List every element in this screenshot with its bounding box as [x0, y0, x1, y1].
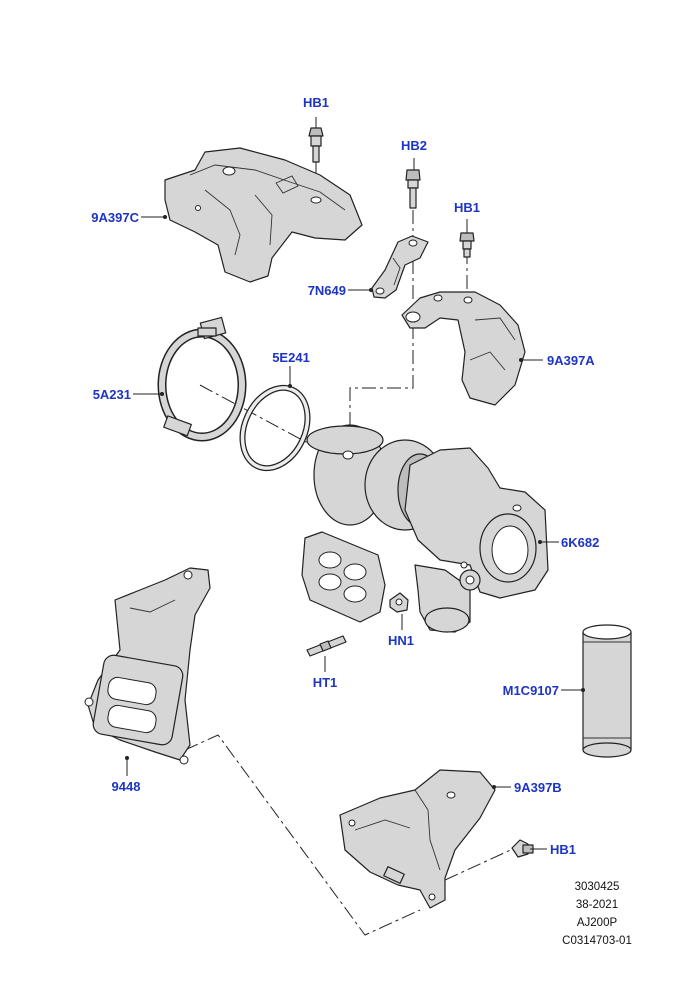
leader-dots [125, 215, 585, 789]
reference-line-3: AJ200P [577, 917, 618, 929]
nut-hn1 [389, 592, 409, 613]
bolt-hb1-bottom [511, 839, 534, 858]
label-7n649[interactable]: 7N649 [308, 283, 346, 298]
label-hb1-middle[interactable]: HB1 [454, 200, 480, 215]
label-hb1-top[interactable]: HB1 [303, 95, 329, 110]
stud-ht1 [306, 635, 347, 657]
heat-shield-9a397b [339, 769, 496, 909]
reference-block: 3030425 38-2021 AJ200P C0314703-01 [562, 881, 632, 947]
label-5e241[interactable]: 5E241 [272, 350, 310, 365]
label-ht1[interactable]: HT1 [313, 675, 338, 690]
gasket-9448 [84, 567, 211, 765]
heat-shield-9a397a [401, 291, 526, 406]
bolt-hb1-top [308, 127, 324, 163]
label-m1c9107[interactable]: M1C9107 [503, 683, 559, 698]
label-5a231[interactable]: 5A231 [93, 387, 131, 402]
leader-lines [126, 117, 583, 850]
bolt-hb1-middle [459, 232, 475, 258]
label-9a397c[interactable]: 9A397C [91, 210, 139, 225]
reference-line-1: 3030425 [575, 881, 620, 893]
heat-shield-9a397c [164, 147, 363, 283]
label-9a397b[interactable]: 9A397B [514, 780, 562, 795]
callout-labels: HB1 HB2 HB1 9A397C 7N649 5E241 5A231 9A3… [91, 95, 599, 857]
reference-line-4: C0314703-01 [562, 935, 632, 947]
label-9a397a[interactable]: 9A397A [547, 353, 595, 368]
clamp-5a231 [157, 316, 247, 442]
gasket-5e241 [239, 384, 311, 472]
label-hb1-bottom[interactable]: HB1 [550, 842, 576, 857]
label-6k682[interactable]: 6K682 [561, 535, 599, 550]
turbocharger-6k682 [301, 424, 549, 633]
label-9448[interactable]: 9448 [112, 779, 141, 794]
bracket-7n649 [371, 235, 429, 299]
reference-line-2: 38-2021 [576, 899, 618, 911]
bolt-hb2 [405, 169, 421, 209]
label-hb2[interactable]: HB2 [401, 138, 427, 153]
label-hn1[interactable]: HN1 [388, 633, 414, 648]
canister-m1c9107 [582, 624, 632, 758]
